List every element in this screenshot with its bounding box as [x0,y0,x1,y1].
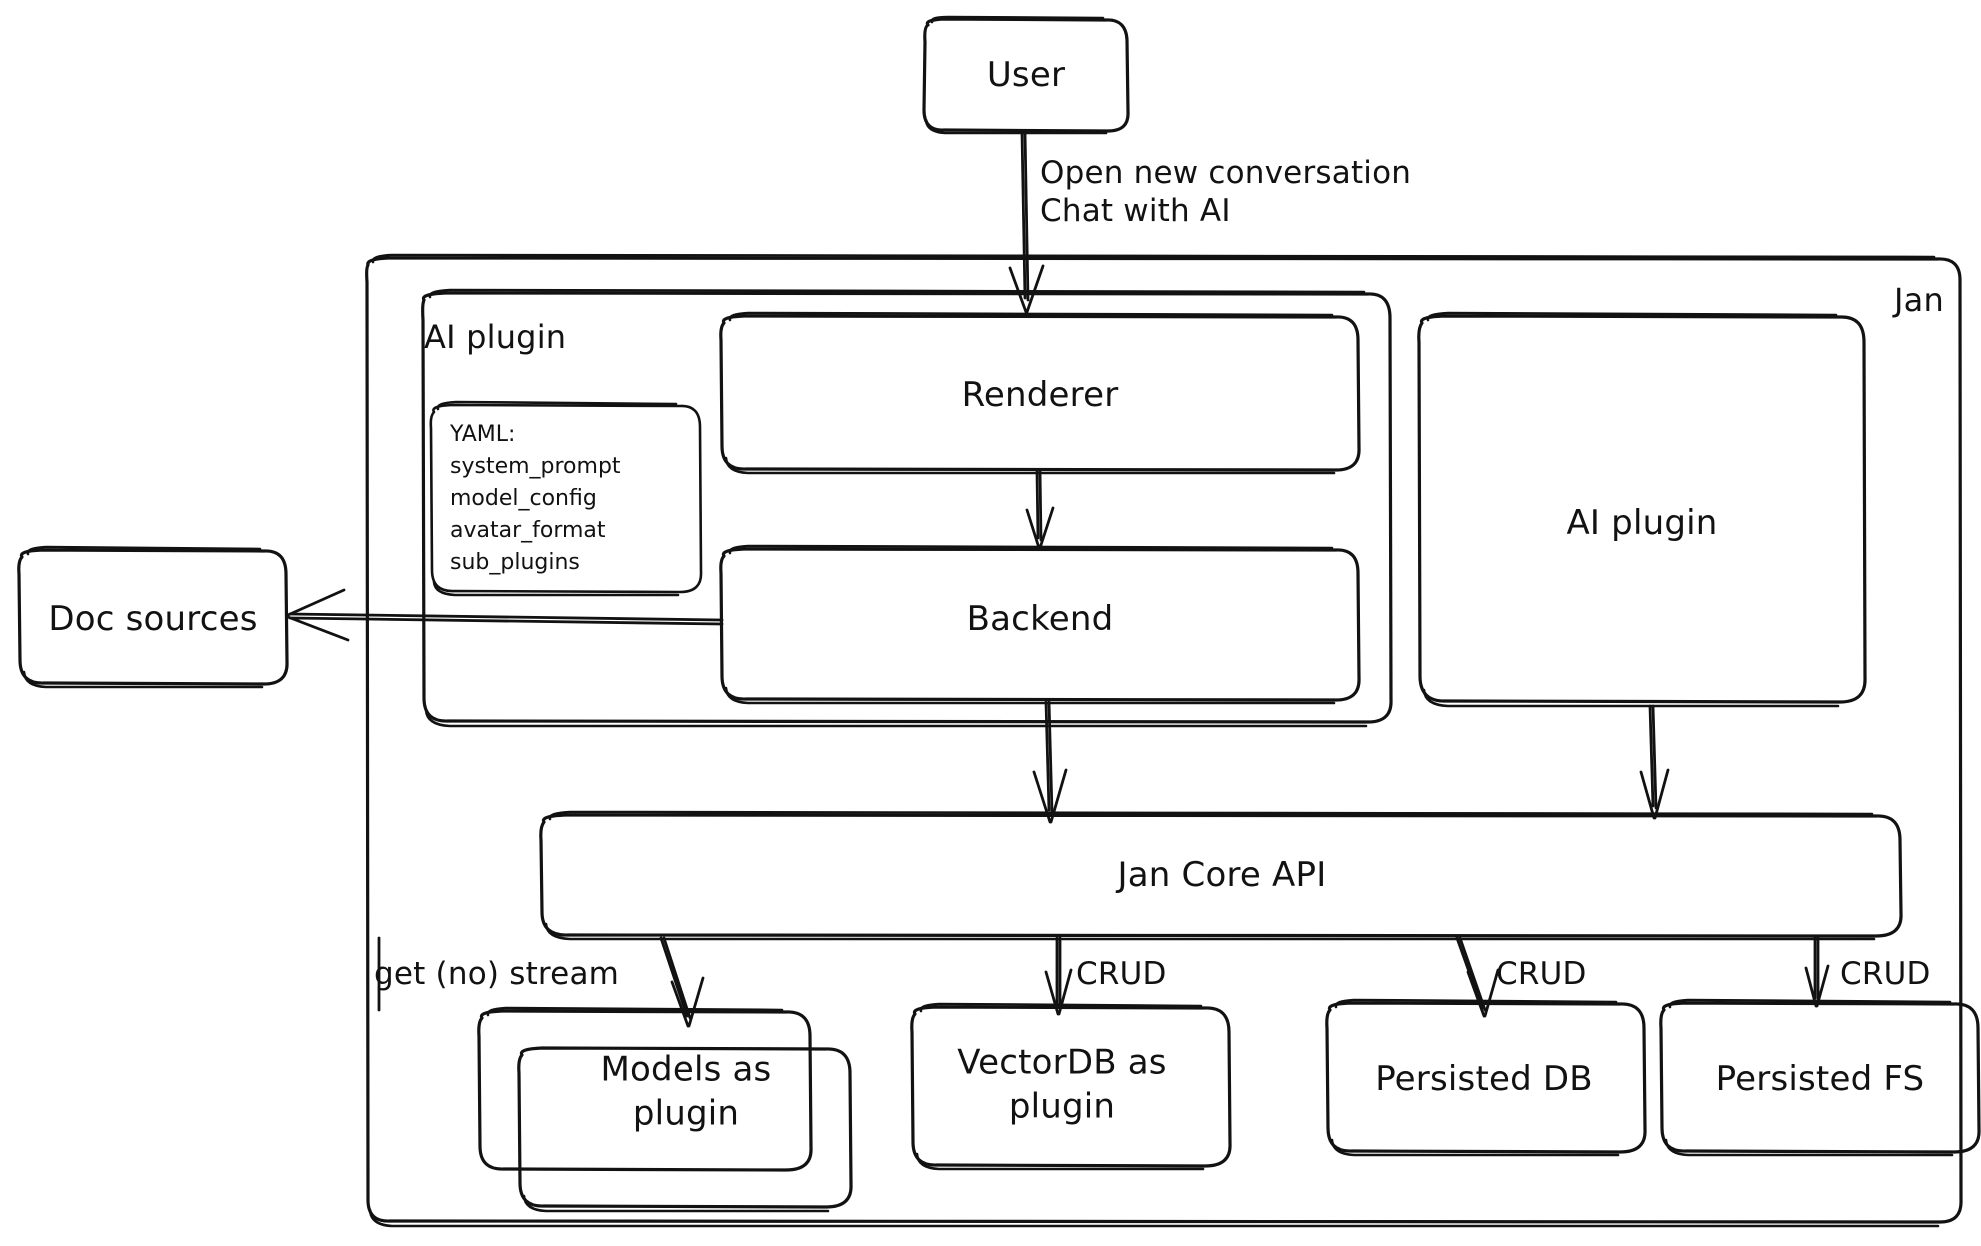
edge-renderer-to-backend [1025,469,1055,550]
models-plugin-box-shape[interactable] [477,1006,853,1213]
ai-plugin-box-shape[interactable] [1417,311,1867,708]
edge-core-to-persisted-fs [1804,936,1830,1008]
vectordb-plugin-box-shape[interactable] [910,1002,1232,1171]
yaml-note-item-2: avatar_format [450,517,606,543]
yaml-note-block: YAML: system_prompt model_config avatar_… [450,419,621,578]
renderer-box-shape[interactable] [719,311,1361,475]
yaml-note-item-0: system_prompt [450,453,621,479]
persisted-fs-box-shape[interactable] [1659,998,1981,1157]
yaml-note-box-shape[interactable] [429,400,703,597]
yaml-note-item-3: sub_plugins [450,549,580,575]
yaml-note-item-1: model_config [450,485,597,511]
edge-user-to-renderer [1008,130,1045,314]
backend-box-shape[interactable] [719,544,1361,705]
persisted-db-box-shape[interactable] [1325,998,1647,1157]
edge-backend-to-doc-sources [286,588,724,642]
jan-core-api-box-shape[interactable] [539,810,1903,941]
jan-container-shape[interactable] [365,253,1963,1228]
doc-sources-box-shape[interactable] [17,545,289,689]
edge-ai-plugin-to-core-api [1639,704,1670,820]
yaml-note-header: YAML: [450,422,516,447]
edge-core-to-models [659,936,705,1028]
edge-core-to-vectordb [1044,936,1073,1016]
ai-plugin-group-shape[interactable] [421,288,1393,728]
edge-core-to-persisted-db [1455,936,1500,1018]
edge-backend-to-core-api [1032,700,1068,824]
user-box-shape[interactable] [922,15,1130,135]
